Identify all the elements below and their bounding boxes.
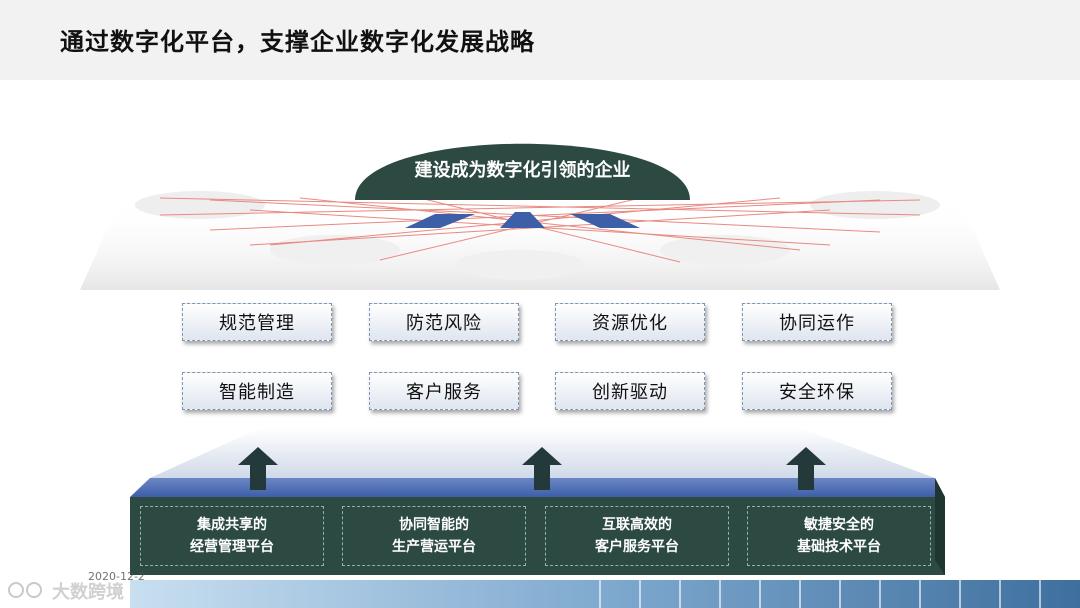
blue-beam xyxy=(500,212,545,228)
goal-haze xyxy=(80,200,1000,290)
objective-box: 资源优化 xyxy=(555,303,705,341)
platform-line1: 互联高效的 xyxy=(602,517,672,533)
objective-box: 协同运作 xyxy=(742,303,892,341)
base-slab-side xyxy=(935,478,945,575)
title-bar: 通过数字化平台，支撑企业数字化发展战略 xyxy=(0,0,1080,80)
haze-ellipse xyxy=(810,191,940,219)
platform-box: 协同智能的 生产营运平台 xyxy=(342,506,526,566)
haze-ellipse xyxy=(660,235,790,265)
building-strip xyxy=(130,580,1080,608)
platform-box: 集成共享的 经营管理平台 xyxy=(140,506,324,566)
objective-box: 创新驱动 xyxy=(555,372,705,410)
platform-line2: 基础技术平台 xyxy=(797,539,881,555)
platform-line2: 生产营运平台 xyxy=(392,539,476,555)
platform-line1: 敏捷安全的 xyxy=(804,517,874,533)
haze-ellipse xyxy=(135,191,265,219)
objective-box: 智能制造 xyxy=(182,372,332,410)
page-title: 通过数字化平台，支撑企业数字化发展战略 xyxy=(60,28,535,56)
watermark-brand: 大数跨境 xyxy=(52,582,124,603)
haze-ellipse xyxy=(455,250,585,280)
objective-box: 规范管理 xyxy=(182,303,332,341)
objective-box: 防范风险 xyxy=(369,303,519,341)
platform-box: 敏捷安全的 基础技术平台 xyxy=(747,506,931,566)
building-stripes xyxy=(599,580,1041,608)
blue-beam xyxy=(405,214,475,228)
objective-box: 安全环保 xyxy=(742,372,892,410)
objective-box: 客户服务 xyxy=(369,372,519,410)
goal-dome xyxy=(355,143,690,200)
watermark-date: 2020-12-2 xyxy=(88,570,145,583)
watermark-logo-icon xyxy=(8,582,42,598)
goal-label: 建设成为数字化引领的企业 xyxy=(414,160,631,181)
base-slab-front xyxy=(130,497,945,575)
platform-line2: 经营管理平台 xyxy=(190,539,274,555)
platform-line1: 集成共享的 xyxy=(197,517,267,533)
platform-line1: 协同智能的 xyxy=(399,517,469,533)
up-arrow xyxy=(238,447,826,490)
platform-box: 互联高效的 客户服务平台 xyxy=(545,506,729,566)
blue-beam xyxy=(570,214,640,228)
platform-line2: 客户服务平台 xyxy=(595,539,679,555)
